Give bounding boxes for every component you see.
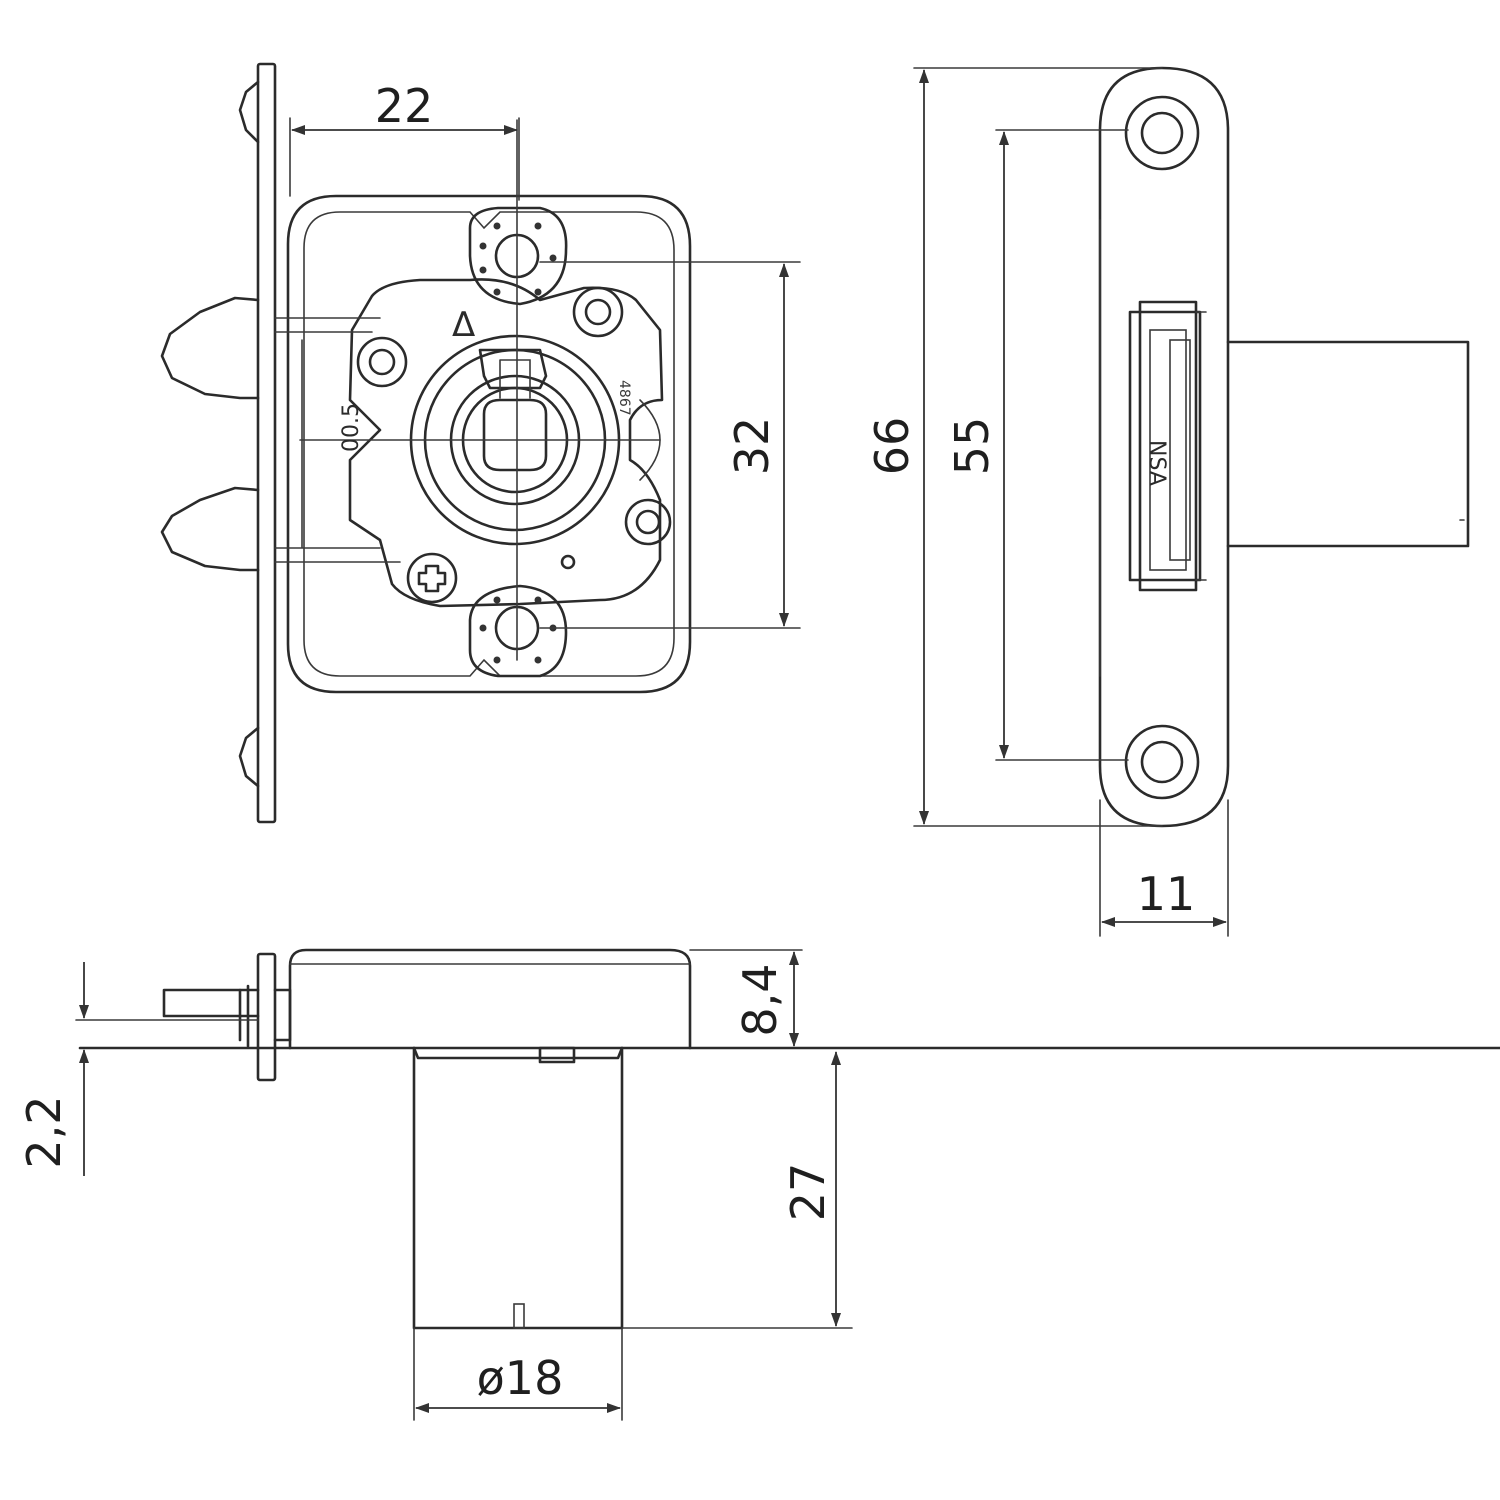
- front-screw-hole-left: [356, 336, 408, 388]
- front-screw-hole-bottom-right: [624, 498, 672, 546]
- top-view-housing: [288, 948, 692, 1050]
- dimension-diameter-18-label: ø18: [477, 1351, 564, 1405]
- dimension-66-label: 66: [865, 417, 919, 476]
- front-latch-bolt-upper: [160, 296, 260, 400]
- side-view: NSA: [1098, 66, 1470, 828]
- side-latch-body: [1128, 300, 1207, 592]
- top-view-bolt: [162, 988, 260, 1018]
- dimension-55-label: 55: [945, 417, 999, 476]
- dimension-8-4-label: 8,4: [733, 963, 787, 1036]
- front-bolt-track: [274, 317, 401, 563]
- front-mechanism-plate: [348, 278, 664, 608]
- front-mounting-plate: [256, 62, 277, 824]
- top-view-cylinder: [412, 1046, 624, 1330]
- front-latch-bolt-lower: [160, 486, 260, 572]
- front-screw-hole-top-right: [572, 286, 624, 338]
- dimension-2-2: 2,2: [17, 962, 259, 1176]
- side-cylinder-sleeve: [1226, 340, 1470, 548]
- dimension-66: 66: [865, 67, 1163, 827]
- dimension-27: 27: [621, 1051, 853, 1329]
- front-view: Δ 00.5 4867: [160, 62, 692, 824]
- front-dial-text: 00.5: [339, 403, 364, 452]
- dimension-11-label: 11: [1137, 867, 1196, 921]
- front-plate-boss-top: [238, 80, 260, 144]
- dimension-11: 11: [1099, 799, 1229, 937]
- dimension-2-2-label: 2,2: [17, 1095, 71, 1168]
- dimension-diameter-18: ø18: [413, 1327, 623, 1421]
- dimension-8-4: 8,4: [689, 949, 803, 1047]
- side-hole-top: [1124, 95, 1200, 171]
- dimension-22-label: 22: [375, 79, 434, 133]
- dimension-32: 32: [539, 261, 801, 629]
- front-top-mount-eye: [468, 206, 568, 306]
- front-bottom-mount-eye: [468, 584, 568, 678]
- dimension-55: 55: [945, 129, 1129, 761]
- dimension-27-label: 27: [781, 1163, 835, 1222]
- dimension-32-label: 32: [725, 417, 779, 476]
- front-housing-inner: [303, 211, 675, 677]
- top-view-cylinder-notch: [513, 1303, 525, 1329]
- top-view-flange: [256, 952, 277, 1082]
- side-stamp-text: NSA: [1144, 440, 1169, 486]
- front-plate-boss-bottom: [238, 726, 260, 788]
- side-hole-bottom: [1124, 724, 1200, 800]
- top-view: [78, 948, 1500, 1330]
- front-small-pin: [560, 554, 576, 570]
- front-housing-frame: [286, 194, 692, 694]
- dimension-22: 22: [289, 79, 520, 201]
- front-phillips-screw-icon: [406, 552, 458, 604]
- front-triangle-mark: Δ: [452, 305, 475, 345]
- front-code-stamp: 4867: [616, 380, 632, 416]
